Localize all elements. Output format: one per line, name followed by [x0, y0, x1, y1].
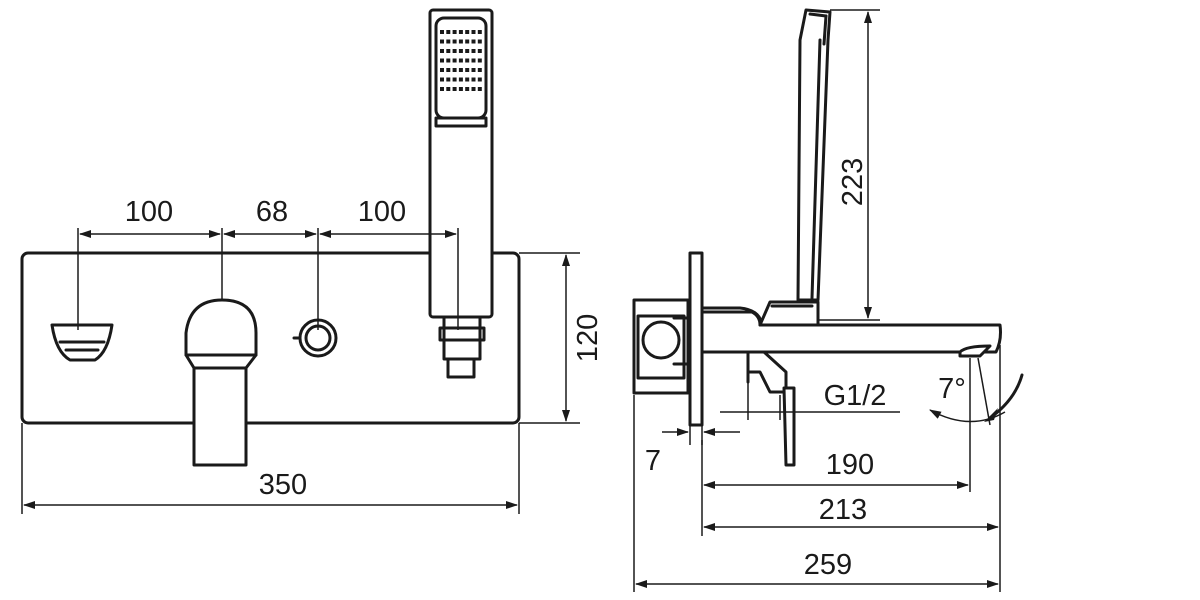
front-view: 100 68 100 120 350 — [20, 8, 604, 514]
nozzle-dot — [458, 39, 463, 44]
dimension-spacing-mid: 68 — [223, 196, 317, 238]
nozzle-dot — [446, 49, 451, 53]
dim-label: 213 — [819, 494, 867, 526]
dimension-width: 350 — [21, 423, 520, 514]
nozzle-dot — [440, 58, 444, 63]
spout — [700, 306, 1002, 358]
nozzle-dot — [446, 58, 451, 63]
nozzle-dot — [458, 68, 463, 72]
nozzle-dot — [440, 30, 444, 34]
wall-plate-side — [688, 251, 704, 427]
nozzle-dot — [452, 30, 457, 34]
nozzle-dot — [465, 58, 470, 63]
nozzle-dot — [465, 49, 470, 53]
dim-label: 259 — [804, 549, 852, 581]
nozzle-dot — [452, 58, 457, 63]
nozzle-dot — [458, 87, 463, 91]
dim-label: 7° — [938, 373, 966, 405]
hand-shower — [428, 8, 494, 379]
dim-label: 68 — [256, 196, 288, 228]
dim-label: 223 — [837, 158, 869, 206]
nozzle-dot — [452, 77, 457, 82]
dimension-shower-height: 223 — [818, 9, 880, 321]
nozzle-dot — [458, 30, 463, 34]
nozzle-dot — [446, 30, 451, 34]
dimension-spacing-left: 100 — [79, 196, 221, 238]
dimension-offset: 7 — [645, 425, 740, 477]
nozzle-dot — [458, 77, 463, 82]
nozzle-dot — [477, 39, 482, 44]
dim-label: 7 — [645, 445, 661, 477]
dimension-height: 120 — [519, 252, 604, 424]
side-view: 223 G1/2 7 7° — [632, 8, 1024, 592]
nozzle-dot — [471, 30, 476, 34]
nozzle-dot — [471, 58, 476, 63]
nozzle-dot — [465, 77, 470, 82]
wall-plate — [20, 251, 521, 425]
dimension-spacing-right: 100 — [319, 196, 457, 238]
nozzle-dot — [465, 30, 470, 34]
nozzle-dot — [471, 77, 476, 82]
nozzle-dot — [446, 87, 451, 91]
nozzle-dot — [477, 30, 482, 34]
nozzle-dot — [440, 68, 444, 72]
nozzle-dot — [458, 49, 463, 53]
nozzle-dot — [471, 49, 476, 53]
nozzle-dot — [446, 77, 451, 82]
nozzle-dot — [440, 87, 444, 91]
nozzle-grid — [440, 30, 482, 91]
nozzle-dot — [477, 49, 482, 53]
nozzle-dot — [471, 68, 476, 72]
angle-annotation: 7° — [929, 357, 1024, 426]
dim-label: 190 — [826, 449, 874, 481]
nozzle-dot — [477, 68, 482, 72]
hand-shower-side — [796, 8, 832, 302]
dim-label: 100 — [125, 196, 173, 228]
nozzle-dot — [477, 77, 482, 82]
nozzle-dot — [452, 49, 457, 53]
nozzle-dot — [440, 77, 444, 82]
dim-label: 100 — [358, 196, 406, 228]
nozzle-dot — [477, 87, 482, 91]
dimension-259: 259 — [633, 395, 999, 592]
mixer-lever-side — [746, 350, 796, 467]
nozzle-dot — [471, 87, 476, 91]
nozzle-dot — [452, 39, 457, 44]
nozzle-dot — [446, 68, 451, 72]
nozzle-dot — [465, 68, 470, 72]
nozzle-dot — [452, 87, 457, 91]
nozzle-dot — [471, 39, 476, 44]
nozzle-dot — [458, 58, 463, 63]
thread-annotation: G1/2 — [720, 380, 900, 420]
nozzle-dot — [465, 87, 470, 91]
nozzle-dot — [446, 39, 451, 44]
nozzle-dot — [465, 39, 470, 44]
dimension-213: 213 — [703, 345, 1001, 592]
nozzle-dot — [477, 58, 482, 63]
dim-label: 120 — [572, 314, 604, 362]
dim-label: 350 — [259, 469, 307, 501]
nozzle-dot — [440, 39, 444, 44]
valve-body — [632, 298, 690, 395]
dim-label: G1/2 — [824, 380, 887, 412]
shower-holder-side — [758, 300, 820, 327]
diverter-knob — [292, 318, 338, 358]
spout-outlet — [50, 323, 114, 362]
nozzle-dot — [452, 68, 457, 72]
dimension-190: 190 — [701, 425, 971, 536]
nozzle-dot — [440, 49, 444, 53]
mixer-lever — [184, 298, 258, 467]
